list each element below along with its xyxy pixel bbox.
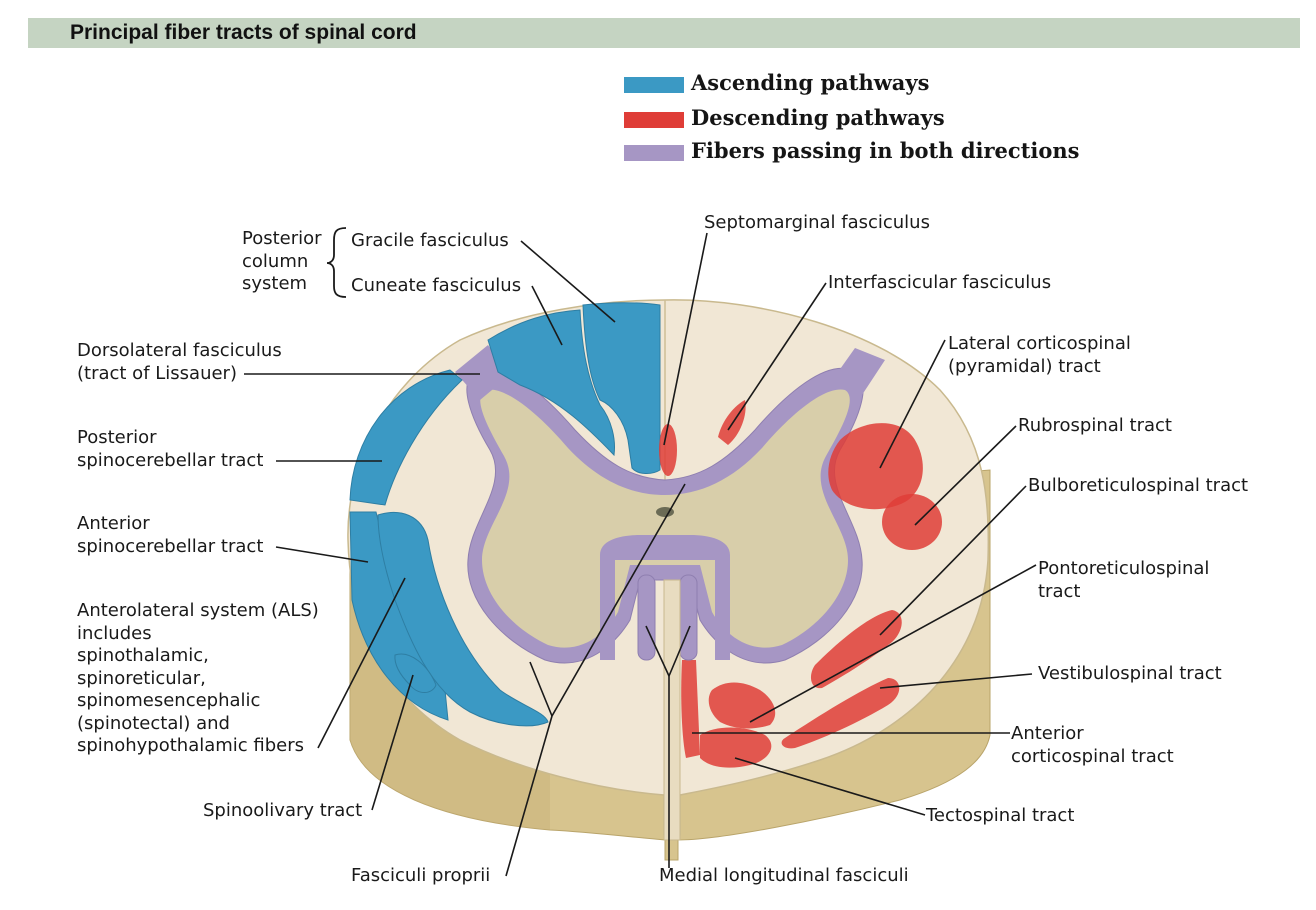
label-bulboreticulospinal: Bulboreticulospinal tract: [1028, 475, 1248, 498]
label-line: Posterior: [242, 228, 322, 249]
leader-anterior-spinocerebellar: [275, 546, 369, 563]
label-vestibulospinal: Vestibulospinal tract: [1038, 663, 1222, 686]
posterior-column-brace: [326, 227, 347, 298]
label-line: Medial longitudinal fasciculi: [659, 865, 909, 886]
label-lateral-corticospinal: Lateral corticospinal (pyramidal) tract: [948, 333, 1131, 378]
label-line: includes: [77, 622, 152, 644]
legend-label-descending: Descending pathways: [691, 105, 945, 130]
label-line: Cuneate fasciculus: [351, 275, 522, 296]
leader-lateral-corticospinal: [879, 339, 946, 469]
leader-als: [317, 577, 406, 749]
label-rubrospinal: Rubrospinal tract: [1018, 415, 1172, 438]
posterior-spinocerebellar-tract: [349, 369, 463, 506]
anterior-commissure-rim: [600, 535, 730, 660]
leader-interfascicular: [727, 282, 827, 431]
label-line: system: [242, 273, 308, 294]
leader-mlf-a: [645, 625, 670, 677]
label-line: spinomesencephalic: [77, 690, 261, 711]
leader-vestibulospinal: [879, 673, 1033, 689]
figure-title: Principal fiber tracts of spinal cord: [70, 21, 417, 44]
title-bar: Principal fiber tracts of spinal cord: [28, 18, 1300, 48]
label-line: column: [242, 250, 309, 272]
label-line: (pyramidal) tract: [948, 355, 1101, 377]
legend-swatch-ascending: [624, 77, 684, 93]
leader-tectospinal: [734, 757, 926, 816]
label-anterolateral-system: Anterolateral system (ALS) includes spin…: [77, 600, 319, 758]
label-line: Lateral corticospinal: [948, 333, 1131, 354]
septomarginal-fasciculus: [659, 424, 677, 476]
label-line: Vestibulospinal tract: [1038, 663, 1222, 684]
leader-pontoreticulospinal: [749, 564, 1037, 723]
label-spinoolivary: Spinoolivary tract: [203, 800, 362, 823]
leader-fasciculi-proprii-b: [529, 661, 553, 717]
tectospinal-tract: [700, 727, 772, 768]
label-gracile-fasciculus: Gracile fasciculus: [351, 230, 509, 253]
spinoolivary-tract: [394, 653, 437, 693]
label-line: Interfascicular fasciculus: [828, 272, 1052, 293]
dorsolateral-fasciculus-right: [838, 348, 885, 398]
label-line: Bulboreticulospinal tract: [1028, 475, 1249, 496]
leader-spinoolivary: [371, 674, 414, 811]
leader-gracile: [520, 240, 616, 323]
label-anterior-spinocerebellar: Anterior spinocerebellar tract: [77, 513, 263, 558]
label-posterior-spinocerebellar: Posterior spinocerebellar tract: [77, 427, 263, 472]
label-dorsolateral-fasciculus: Dorsolateral fasciculus (tract of Lissau…: [77, 340, 282, 385]
leader-rubrospinal: [914, 425, 1017, 526]
label-line: Gracile fasciculus: [351, 230, 509, 251]
legend-swatch-both: [624, 145, 684, 161]
label-anterior-corticospinal: Anterior corticospinal tract: [1011, 723, 1174, 768]
label-line: (tract of Lissauer): [77, 362, 237, 384]
label-pontoreticulospinal: Pontoreticulospinal tract: [1038, 558, 1209, 603]
bulboreticulospinal-tract: [810, 610, 902, 689]
label-line: Anterior: [77, 513, 150, 534]
leader-lines: [244, 232, 1037, 877]
label-line: spinoreticular,: [77, 667, 206, 689]
medial-longitudinal-fasciculus-right: [679, 574, 698, 661]
leader-cuneate: [531, 285, 563, 346]
leader-mlf-b: [668, 625, 691, 677]
label-line: spinothalamic,: [77, 645, 209, 666]
rubrospinal-tract: [882, 494, 942, 550]
cuneate-fasciculus: [487, 309, 615, 457]
label-fasciculi-proprii: Fasciculi proprii: [351, 865, 490, 888]
label-septomarginal-fasciculus: Septomarginal fasciculus: [704, 212, 930, 235]
label-line: Fasciculi proprii: [351, 865, 491, 886]
vestibulospinal-tract: [781, 678, 900, 749]
label-line: corticospinal tract: [1011, 745, 1174, 767]
label-line: Rubrospinal tract: [1018, 415, 1172, 436]
legend-label-both: Fibers passing in both directions: [691, 138, 1080, 163]
label-line: spinohypothalamic fibers: [77, 735, 305, 756]
label-posterior-column-system: Posterior column system: [242, 228, 322, 296]
label-line: tract: [1038, 580, 1081, 602]
leader-bulboreticulospinal: [879, 485, 1027, 636]
legend-swatch-descending: [624, 112, 684, 128]
interfascicular-fasciculus: [718, 400, 746, 445]
label-line: Anterolateral system (ALS): [77, 600, 319, 621]
legend-label-ascending: Ascending pathways: [691, 70, 930, 95]
label-interfascicular-fasciculus: Interfascicular fasciculus: [828, 272, 1051, 295]
label-line: Posterior: [77, 427, 157, 448]
leader-septomarginal: [663, 232, 708, 446]
lateral-corticospinal-tract: [828, 423, 923, 510]
label-line: spinocerebellar tract: [77, 535, 264, 557]
label-line: Dorsolateral fasciculus: [77, 340, 282, 361]
label-line: (spinotectal) and: [77, 712, 230, 734]
label-line: Tectospinal tract: [926, 805, 1075, 826]
label-medial-longitudinal-fasciculi: Medial longitudinal fasciculi: [659, 865, 909, 888]
anterior-median-fissure: [663, 579, 681, 841]
label-tectospinal: Tectospinal tract: [926, 805, 1074, 828]
label-line: spinocerebellar tract: [77, 449, 264, 471]
label-cuneate-fasciculus: Cuneate fasciculus: [351, 275, 521, 298]
gracile-fasciculus: [582, 302, 661, 474]
label-line: Spinoolivary tract: [203, 800, 363, 821]
label-line: Anterior: [1011, 723, 1084, 744]
medial-longitudinal-fasciculus-left: [637, 574, 656, 661]
anterolateral-system: [377, 511, 549, 727]
label-line: Septomarginal fasciculus: [704, 212, 930, 233]
label-line: Pontoreticulospinal: [1038, 558, 1210, 579]
